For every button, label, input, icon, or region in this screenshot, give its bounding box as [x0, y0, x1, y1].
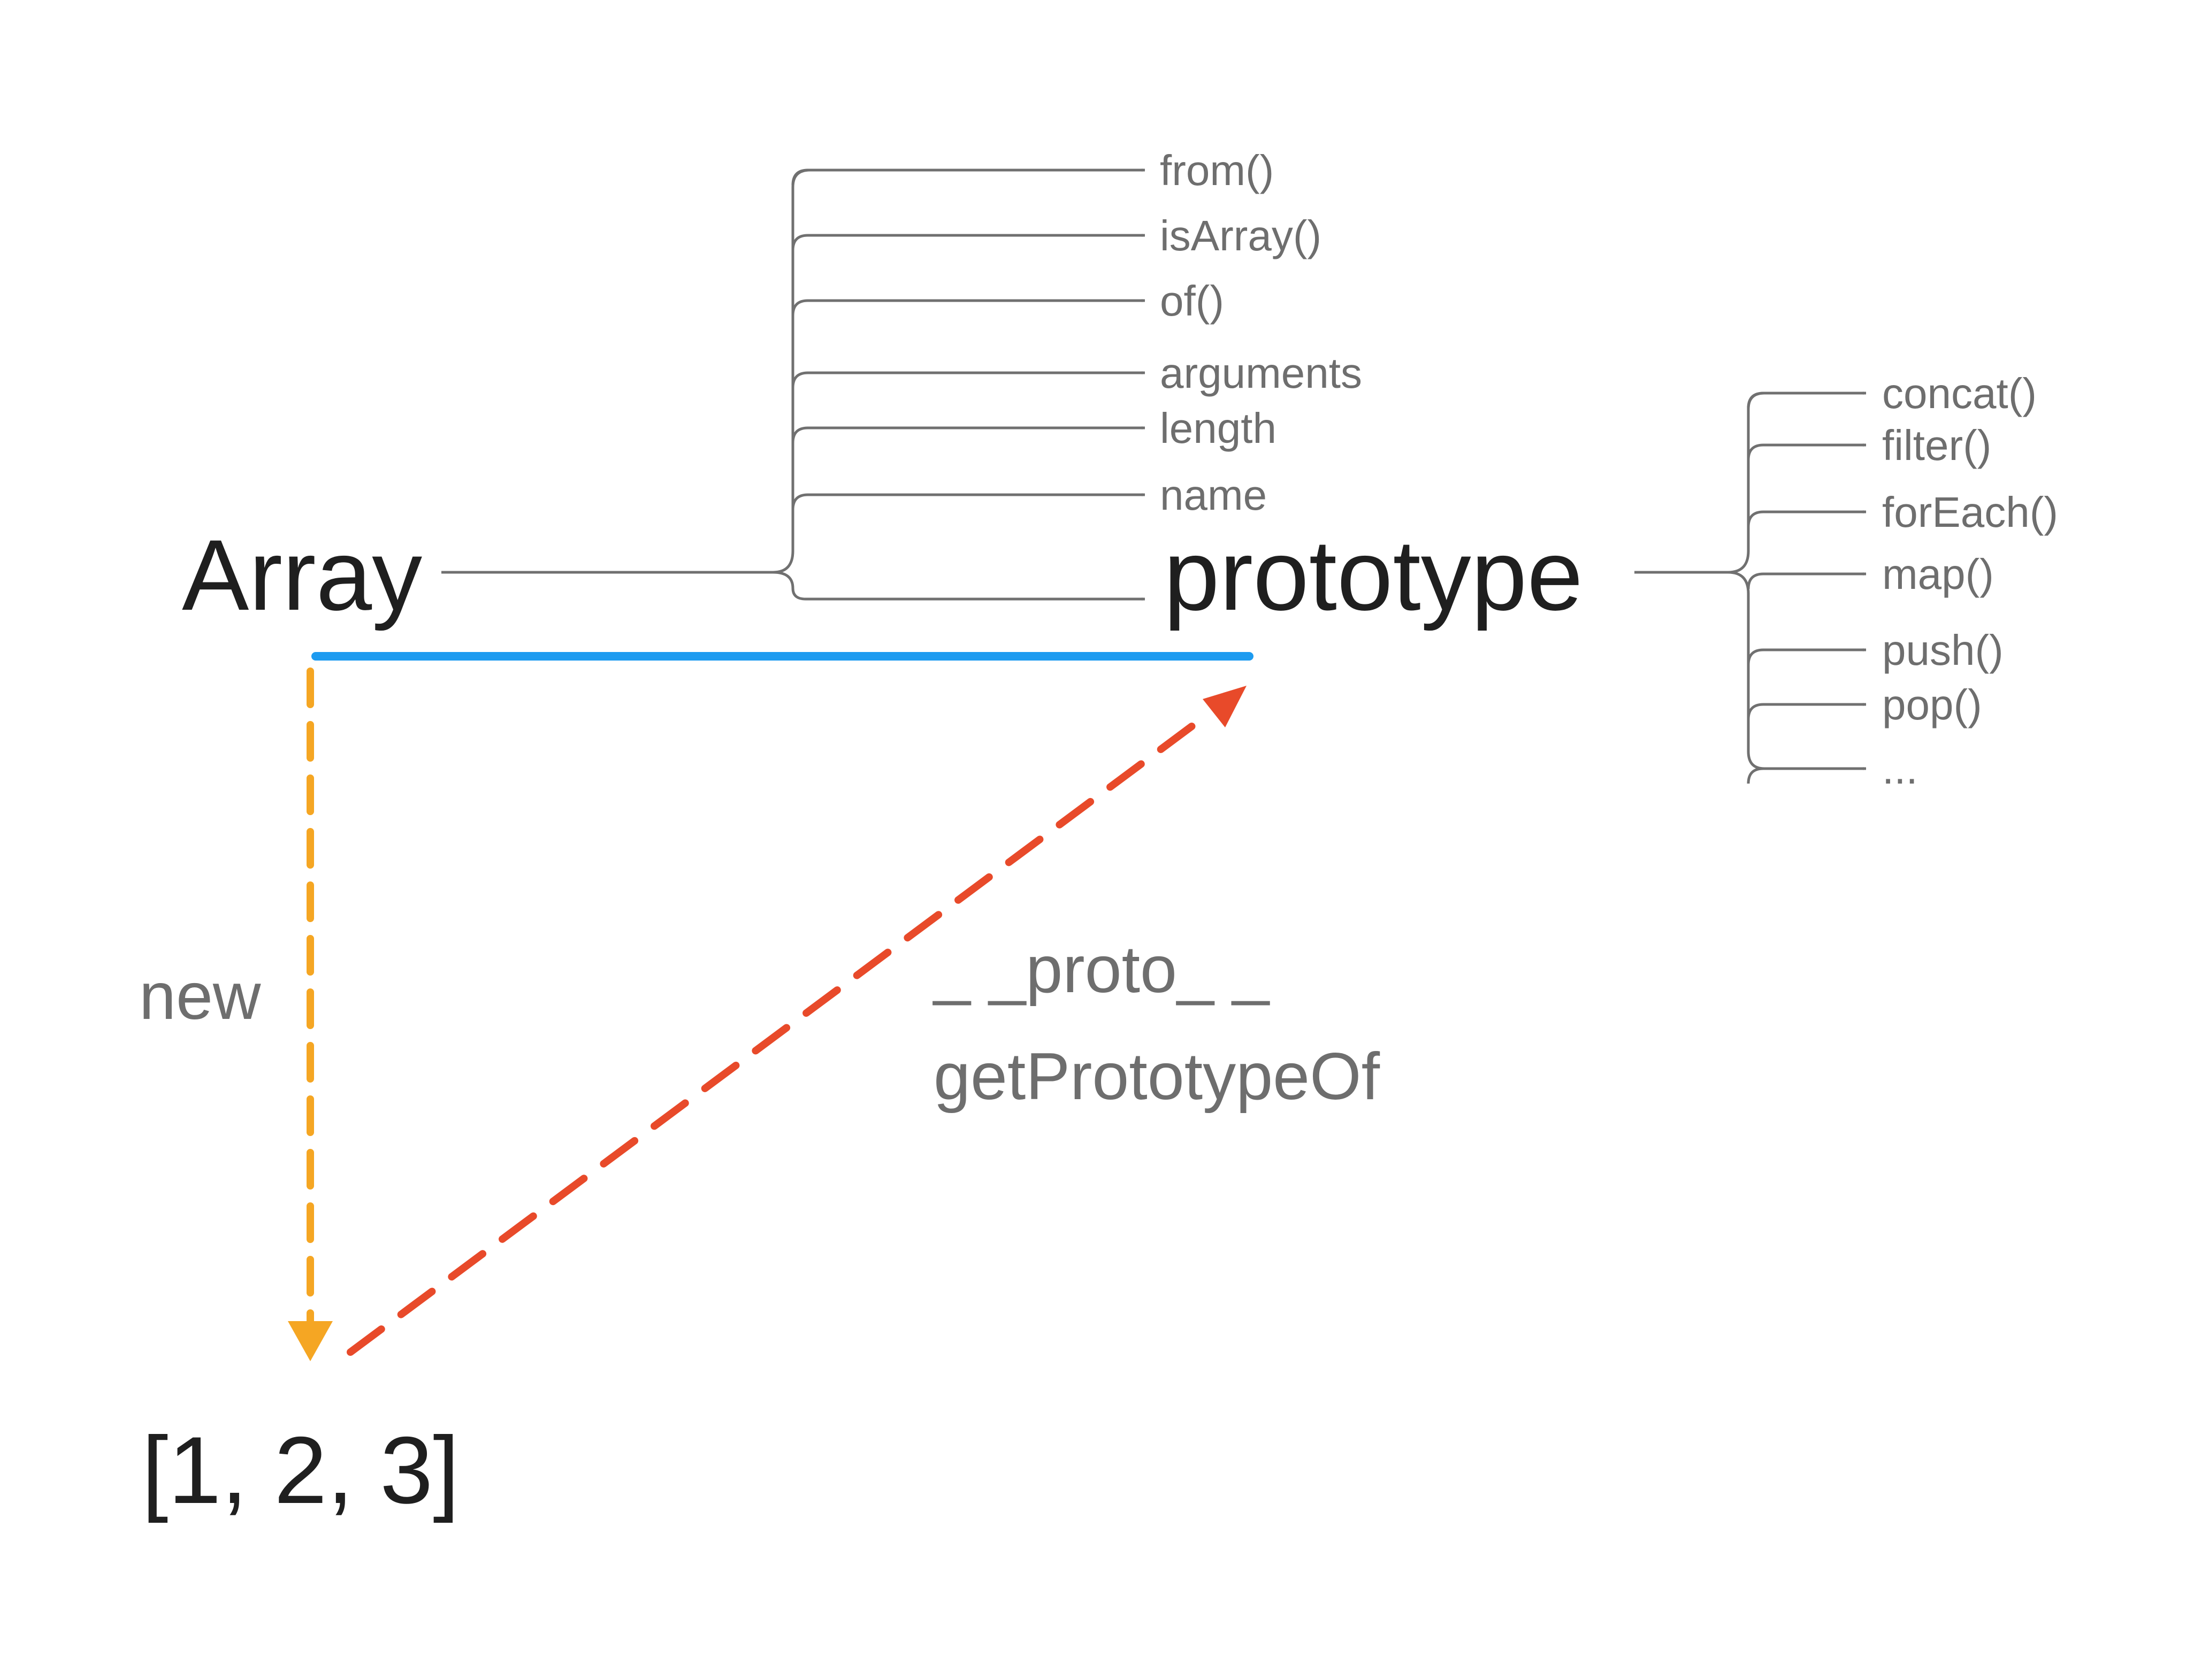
prototype-member-map: map()	[1882, 550, 1994, 598]
static-members-connector	[441, 168, 811, 601]
static-member-arguments: arguments	[1160, 349, 1362, 397]
prototype-branches: concat()filter() forEach() map() push() pop(…	[1747, 370, 2058, 793]
static-member-name: name	[1160, 471, 1267, 519]
prototype-branch-ellipsis	[1747, 767, 1867, 784]
prototype-members-spine-lower	[1727, 571, 1765, 770]
instance-label: [1, 2, 3]	[142, 1417, 460, 1523]
static-branch-name	[791, 493, 1145, 510]
new-label: new	[139, 960, 261, 1033]
static-member-length: length	[1160, 404, 1276, 452]
prototype-member-pop: pop()	[1882, 681, 1982, 728]
prototype-branch-map	[1747, 572, 1867, 589]
prototype-members-connector	[1634, 392, 1765, 770]
getprototypeof-label: getPrototypeOf	[934, 1040, 1380, 1114]
proto-label: _ _proto_ _	[932, 933, 1270, 1007]
static-member-from: from()	[1160, 147, 1274, 194]
proto-arrow-head	[1203, 686, 1247, 727]
prototype-member-concat: concat()	[1882, 370, 2037, 417]
prototype-branch-filter	[1747, 443, 1867, 461]
prototype-member-filter: filter()	[1882, 421, 1991, 469]
static-branch-arguments	[791, 371, 1145, 388]
prototype-members-spine	[1727, 392, 1765, 574]
prototype-member-foreach: forEach()	[1882, 488, 2058, 536]
array-label: Array	[182, 519, 422, 631]
prototype-branch-pop	[1747, 703, 1867, 720]
static-branch-from	[791, 168, 1145, 186]
prototype-branch-concat	[1747, 392, 1867, 409]
proto-arrow-line	[347, 716, 1205, 1356]
prototype-label: prototype	[1164, 519, 1583, 631]
prototype-member-ellipsis: ...	[1882, 745, 1918, 793]
static-member-of: of()	[1160, 277, 1224, 325]
prototype-branch-push	[1747, 648, 1867, 665]
static-branch-length	[791, 426, 1145, 443]
static-branch-spine	[773, 168, 811, 574]
new-arrow-head	[288, 1321, 333, 1361]
prototype-branch-foreach	[1747, 510, 1867, 527]
static-branches: from() isArray() of() arguments length name	[791, 147, 1362, 601]
static-member-isarray: isArray()	[1160, 212, 1321, 259]
prototype-branch-curve	[773, 571, 806, 601]
prototype-member-push: push()	[1882, 626, 2004, 674]
static-branch-isarray	[791, 234, 1145, 251]
static-branch-of	[791, 299, 1145, 316]
